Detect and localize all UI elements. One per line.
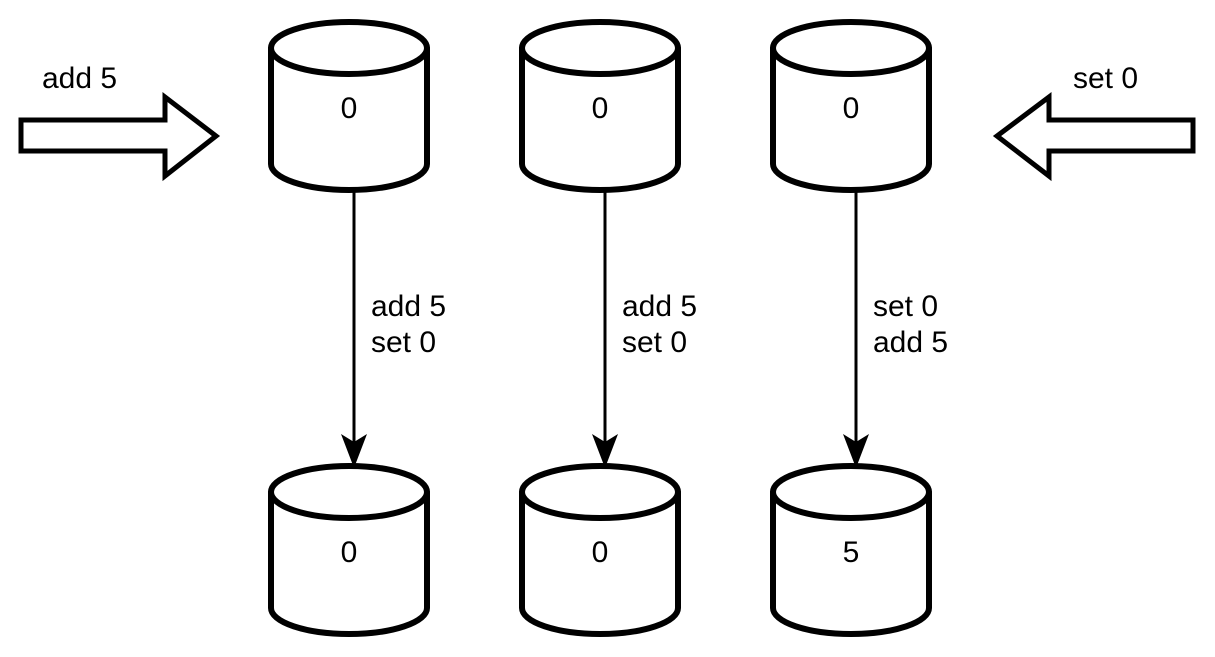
replica-2-arrowhead-icon (592, 434, 618, 468)
replica-3-final-value: 5 (843, 536, 860, 569)
replica-1-operation-1: add 5 (371, 290, 446, 323)
right-arrow-icon (18, 91, 221, 182)
replica-3-initial-value: 0 (843, 92, 860, 125)
replica-2-operation-2: set 0 (622, 326, 687, 359)
cylinder-body (519, 489, 681, 637)
left-input-group: add 5 (18, 62, 221, 182)
replica-3-operation-2: add 5 (873, 326, 948, 359)
replica-3-operation-1: set 0 (873, 290, 938, 323)
cylinder-top (268, 463, 430, 521)
replica-3-top-cylinder: 0 (770, 19, 932, 193)
replica-2-final-value: 0 (592, 536, 609, 569)
replica-1-arrowhead-icon (341, 434, 367, 468)
replica-1-top-cylinder: 0 (268, 19, 430, 193)
replica-1-initial-value: 0 (341, 92, 358, 125)
right-input-group: set 0 (992, 62, 1196, 182)
replica-1-bottom-cylinder: 0 (268, 463, 430, 637)
replica-2-bottom-cylinder: 0 (519, 463, 681, 637)
replica-3-bottom-cylinder: 5 (770, 463, 932, 637)
right-input-label: set 0 (1073, 62, 1138, 95)
cylinder-top (519, 463, 681, 521)
replica-2-operation-1: add 5 (622, 290, 697, 323)
replica-2-group: 0 add 5 set 0 0 (519, 19, 697, 637)
cylinder-body (770, 489, 932, 637)
replica-1-operation-2: set 0 (371, 326, 436, 359)
cylinder-body (268, 489, 430, 637)
replica-3-arrowhead-icon (843, 434, 869, 468)
replica-1-group: 0 add 5 set 0 0 (268, 19, 446, 637)
cylinder-top (519, 19, 681, 77)
replica-1-final-value: 0 (341, 536, 358, 569)
replica-2-top-cylinder: 0 (519, 19, 681, 193)
cylinder-top (770, 19, 932, 77)
cylinder-top (268, 19, 430, 77)
replica-2-initial-value: 0 (592, 92, 609, 125)
left-arrow-icon (992, 92, 1196, 182)
replica-3-group: 0 set 0 add 5 5 (770, 19, 948, 637)
cylinder-top (770, 463, 932, 521)
left-input-label: add 5 (42, 62, 117, 95)
